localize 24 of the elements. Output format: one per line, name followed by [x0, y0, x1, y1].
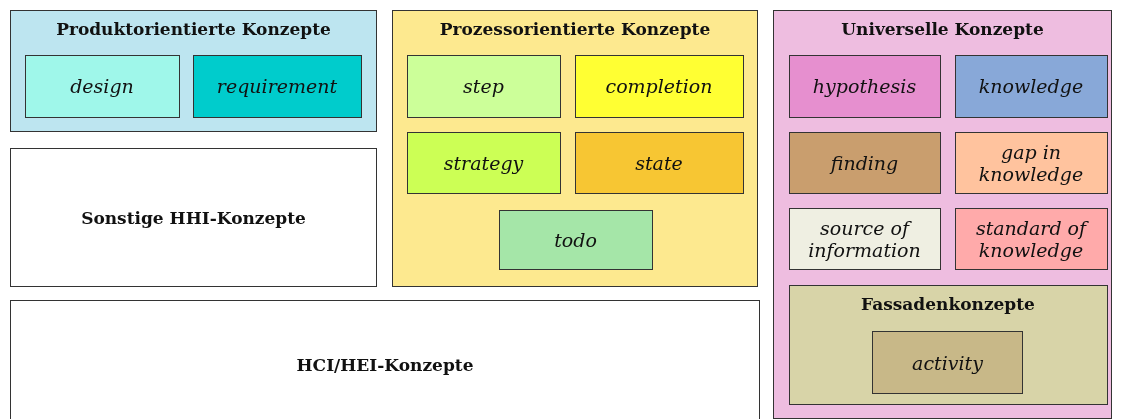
panel-title: Fassadenkonzepte	[861, 293, 1035, 314]
panel-title: Universelle Konzepte	[841, 19, 1044, 39]
panel-title: Produktorientierte Konzepte	[56, 19, 331, 39]
concept-box: standard of knowledge	[954, 207, 1108, 270]
concept-box: gap in knowledge	[954, 131, 1108, 194]
concept-box: finding	[788, 131, 941, 194]
concept-box: strategy	[406, 131, 561, 194]
panel-title: Prozessorientierte Konzepte	[439, 19, 711, 39]
category-box: HCI/HEI-Konzepte	[10, 300, 760, 419]
concept-box: activity	[872, 331, 1023, 394]
group-panel	[788, 284, 1108, 405]
concept-box: state	[574, 131, 744, 194]
concept-box: source of information	[788, 207, 941, 270]
concept-box: knowledge	[954, 54, 1108, 118]
concept-box: todo	[498, 209, 653, 270]
concept-box: hypothesis	[788, 54, 941, 118]
concept-box: completion	[574, 54, 744, 118]
concept-box: step	[406, 54, 561, 118]
concept-box: requirement	[192, 54, 362, 118]
category-box: Sonstige HHI-Konzepte	[10, 148, 377, 287]
concept-box: design	[24, 54, 180, 118]
group-panel	[773, 10, 1112, 419]
group-panel	[392, 10, 758, 287]
group-panel	[10, 10, 377, 132]
